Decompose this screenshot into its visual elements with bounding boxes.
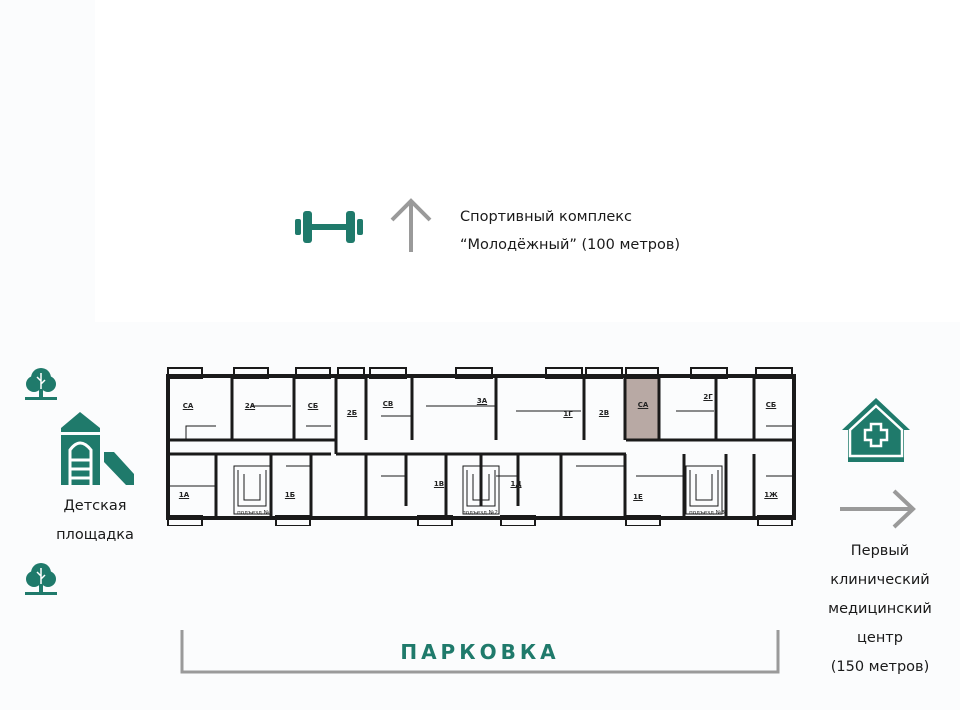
tree-icon	[25, 563, 57, 595]
apartment-label[interactable]: 1В	[433, 480, 445, 488]
apartment-label[interactable]: 1Ж	[764, 491, 778, 499]
arrow-up-icon	[390, 198, 432, 252]
apartment-label[interactable]: 3А	[476, 397, 488, 405]
playground-slide-icon	[61, 412, 134, 485]
entrance-label: подъезд №3	[689, 510, 725, 516]
apartment-label[interactable]: 1Д	[510, 480, 522, 488]
playground-line-1: Детская	[63, 498, 127, 514]
playground-line-2: площадка	[56, 527, 134, 543]
apartment-label[interactable]: СА	[182, 402, 194, 410]
parking-bracket	[180, 630, 780, 674]
apartment-label[interactable]: 2Б	[346, 409, 358, 417]
entrance-label: подъезд №2	[462, 510, 498, 516]
floor-plan: СА 2А СБ 2Б СВ 3А 1Г 2В СА 2Г СБ 1А 1Б 1…	[166, 366, 796, 526]
top-area	[95, 0, 960, 322]
apartment-label[interactable]: СБ	[307, 402, 319, 410]
medical-house-icon	[842, 398, 910, 462]
tree-icon	[25, 368, 57, 400]
entrance-label: подъезд №1	[237, 510, 273, 516]
medical-line-1: Первый	[850, 543, 910, 559]
parking-area: ПАРКОВКА	[180, 630, 780, 674]
arrow-right-icon	[840, 489, 916, 529]
playground-label: Детская площадка	[40, 492, 150, 550]
apartment-label[interactable]: 2Г	[703, 393, 713, 401]
selected-apartment-highlight	[625, 376, 659, 440]
apartment-label[interactable]: 1А	[178, 491, 190, 499]
sport-complex-label: Спортивный комплекс “Молодёжный” (100 ме…	[460, 203, 680, 259]
apartment-label[interactable]: СБ	[765, 401, 777, 409]
medical-line-5: (150 метров)	[830, 659, 930, 675]
parking-label: ПАРКОВКА	[400, 640, 560, 664]
apartment-label[interactable]: 1Б	[284, 491, 296, 499]
medical-line-4: центр	[857, 630, 903, 646]
sport-line-1: Спортивный комплекс	[460, 209, 633, 225]
apartment-label[interactable]: 1Г	[563, 410, 573, 418]
medical-line-3: медицинский	[828, 601, 932, 617]
apartment-label[interactable]: 2В	[598, 409, 610, 417]
floor-plan-walls	[166, 367, 796, 526]
sport-line-2: “Молодёжный” (100 метров)	[460, 237, 681, 253]
apartment-label[interactable]: 2А	[244, 402, 256, 410]
apartment-label-selected[interactable]: СА	[637, 401, 649, 409]
dumbbell-icon	[295, 211, 363, 243]
apartment-label[interactable]: 1Е	[633, 493, 643, 501]
apartment-label[interactable]: СВ	[382, 400, 394, 408]
medical-center-label: Первый клинический медицинский центр (15…	[815, 537, 945, 682]
medical-line-2: клинический	[830, 572, 930, 588]
